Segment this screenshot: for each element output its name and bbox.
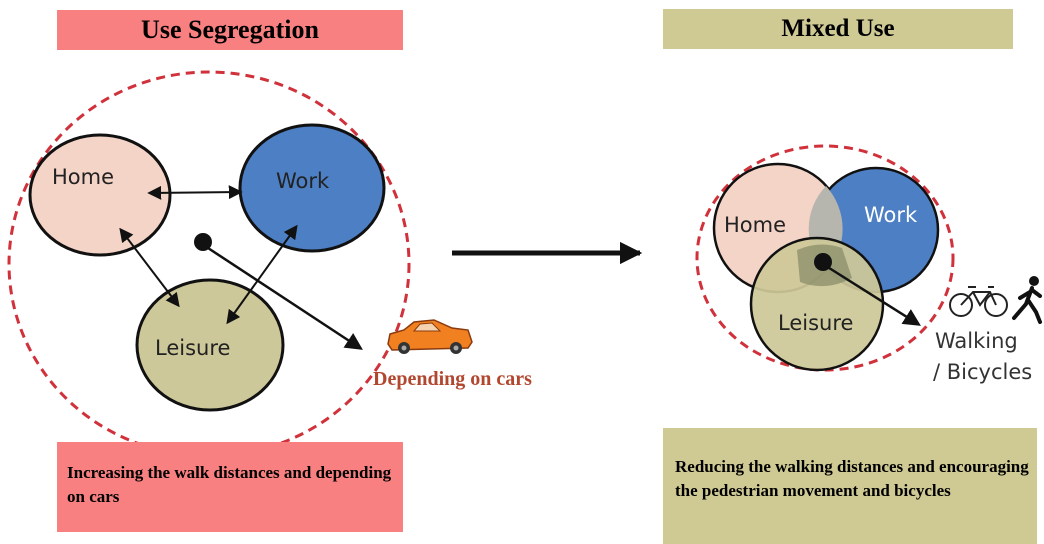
work-leisure-arrow bbox=[226, 224, 298, 325]
depending-on-cars-label: Depending on cars bbox=[373, 368, 532, 390]
bicycles-label: / Bicycles bbox=[933, 360, 1032, 384]
walking-arrow bbox=[825, 264, 921, 326]
center-dot bbox=[194, 233, 212, 251]
home-circle bbox=[28, 133, 172, 257]
segregation-note: Increasing the walk distances and depend… bbox=[57, 442, 403, 532]
leisure-circle-mixed bbox=[749, 236, 885, 372]
car-arrow bbox=[207, 246, 363, 350]
home-work-arrow bbox=[147, 185, 243, 200]
mixed-use-title: Mixed Use bbox=[663, 9, 1013, 49]
walking-label: Walking bbox=[935, 329, 1018, 353]
bicycle-icon bbox=[949, 286, 1008, 317]
work-label-mixed: Work bbox=[864, 203, 918, 227]
segregation-diagram: Home Work Leisure bbox=[7, 70, 411, 458]
mixed-use-note: Reducing the walking distances and encou… bbox=[663, 428, 1037, 544]
leisure-label-mixed: Leisure bbox=[778, 311, 853, 335]
car-icon bbox=[387, 319, 473, 354]
home-label: Home bbox=[52, 165, 114, 189]
leisure-label: Leisure bbox=[155, 336, 230, 360]
pedestrian-icon bbox=[1012, 276, 1042, 324]
work-label: Work bbox=[276, 169, 330, 193]
mixed-use-diagram: Home Work Leisure bbox=[695, 144, 955, 372]
use-segregation-title: Use Segregation bbox=[57, 10, 403, 50]
home-leisure-arrow bbox=[119, 227, 180, 308]
home-label-mixed: Home bbox=[724, 213, 786, 237]
